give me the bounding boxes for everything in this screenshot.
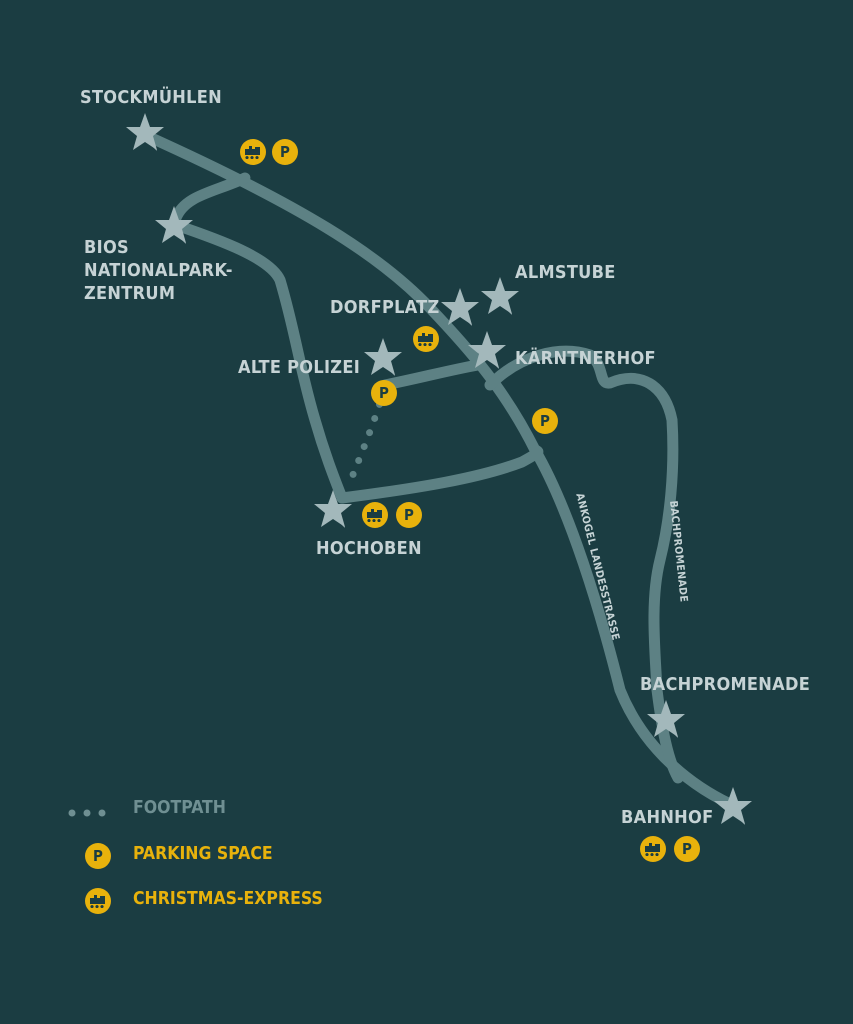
parking-icon: P (396, 502, 422, 528)
star-icon (441, 288, 479, 326)
hochoben-road (336, 444, 544, 504)
parking-icon: P (371, 380, 397, 406)
stop-label-bios: BIOS (84, 237, 129, 258)
stop-label-alte-polizei: ALTE POLIZEI (238, 357, 361, 378)
parking-icon: P (532, 408, 558, 434)
footpath-icon (68, 809, 106, 817)
bachpromenade-street (484, 345, 684, 784)
star-icon (314, 490, 352, 528)
legend-footpath-label: FOOTPATH (133, 798, 226, 818)
train-icon (85, 888, 111, 914)
star-icon (714, 787, 752, 825)
train-icon (362, 502, 388, 528)
bios-connector (170, 172, 251, 224)
stop-label-stockmuehlen: STOCKMÜHLEN (80, 87, 222, 108)
train-icon (240, 139, 266, 165)
stop-label-kaerntnerhof: KÄRNTNERHOF (515, 348, 656, 369)
star-icon (468, 331, 506, 369)
train-icon (413, 326, 439, 352)
parking-icon: P (85, 843, 111, 869)
main-road (141, 130, 736, 810)
train-icon (640, 836, 666, 862)
footpath (346, 386, 388, 486)
parking-icon: P (272, 139, 298, 165)
star-icon (481, 277, 519, 315)
stop-label-bios-zentrum: ZENTRUM (84, 283, 176, 304)
star-icon (155, 206, 193, 244)
stop-label-dorfplatz: DORFPLATZ (330, 297, 440, 318)
legend-parking-label: PARKING SPACE (133, 844, 273, 864)
stop-label-bachpromenade: BACHPROMENADE (640, 674, 811, 695)
stop-label-bios-nationalpark: NATIONALPARK- (84, 260, 233, 281)
star-icon (647, 700, 685, 738)
parking-icon: P (674, 836, 700, 862)
stop-label-almstube: ALMSTUBE (515, 262, 616, 283)
alte-polizei-road (379, 359, 484, 391)
stop-label-bahnhof: BAHNHOF (621, 807, 714, 828)
bios-hochoben-road (170, 219, 348, 504)
star-icon (126, 113, 164, 151)
legend-express-label: CHRISTMAS-EXPRESS (133, 889, 323, 909)
stop-label-hochoben: HOCHOBEN (316, 538, 422, 559)
star-icon (364, 338, 402, 376)
